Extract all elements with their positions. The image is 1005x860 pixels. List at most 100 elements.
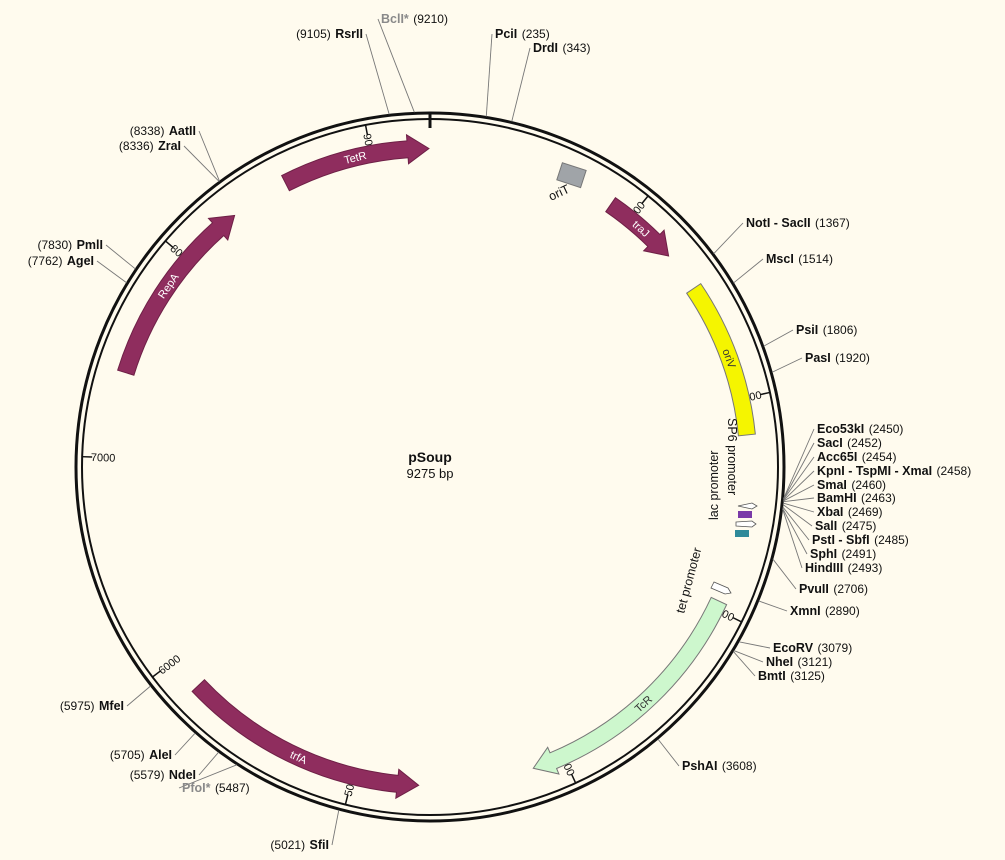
pshai-site-name: PshAI [682,759,717,773]
site-leader-line [485,33,493,117]
sfii-site-position: (5021) [270,838,305,852]
sphi-site-position: (2491) [842,547,877,561]
aatii-site-name: AatII [169,124,196,138]
agei-site-label: (7762) AgeI [28,252,94,269]
nhei-site-position: (3121) [798,655,833,669]
aatii-site-label: (8338) AatII [130,122,196,139]
pfoi-site-position: (5487) [215,781,250,795]
mfei-site-name: MfeI [99,699,124,713]
sali-site-name: SalI [815,519,837,533]
site-leader-line [783,470,815,501]
saci-site-name: SacI [817,436,843,450]
kpni-site-position: (2458) [937,464,972,478]
xbai-site-position: (2469) [848,505,883,519]
cap-site-glyph [735,530,749,537]
pshai-site-position: (3608) [722,759,757,773]
site-leader-line [377,18,415,113]
agei-site-name: AgeI [67,254,94,268]
bamhi-site-name: BamHI [817,491,857,505]
nhei-site-name: NheI [766,655,793,669]
kpni-site-label: KpnI - TspMI - XmaI (2458) [817,462,971,479]
site-leader-line [738,641,771,649]
psti-site-name: PstI - SbfI [812,533,870,547]
site-leader-line [96,260,127,284]
lac-operator-glyph [738,511,752,518]
scale-tick [641,195,649,205]
hindiii-site-position: (2493) [848,561,883,575]
saci-site-label: SacI (2452) [817,434,882,451]
plasmid-size: 9275 bp [407,466,454,481]
agei-site-position: (7762) [28,254,63,268]
sphi-site-name: SphI [810,547,837,561]
traJ-feature-arrow [605,196,670,257]
pcii-site-name: PciI [495,27,517,41]
smai-site-label: SmaI (2460) [817,476,886,493]
site-leader-line [733,651,756,677]
site-leader-line [365,33,390,115]
ndei-site-label: (5579) NdeI [130,766,196,783]
smai-site-name: SmaI [817,478,847,492]
scale-tick [344,794,349,805]
pshai-site-label: PshAI (3608) [682,757,757,774]
pmli-site-position: (7830) [37,238,72,252]
xmni-site-name: XmnI [790,604,821,618]
psii-site-name: PsiI [796,323,818,337]
noti-site-position: (1367) [815,216,850,230]
tcR-feature-arrow [532,596,728,775]
scale-tick [759,391,771,396]
site-leader-line [733,650,764,663]
bamhi-site-label: BamHI (2463) [817,489,896,506]
xbai-site-name: XbaI [817,505,843,519]
site-leader-line [772,558,797,590]
acc65i-site-position: (2454) [862,450,897,464]
msci-site-name: MscI [766,252,794,266]
oriV-feature-arrow [685,282,756,437]
oriT-box [556,162,587,189]
bamhi-site-position: (2463) [861,491,896,505]
ecorv-site-name: EcoRV [773,641,814,655]
msci-site-position: (1514) [798,252,833,266]
bmti-site-name: BmtI [758,669,786,683]
xbai-site-label: XbaI (2469) [817,503,883,520]
site-leader-line [783,428,815,499]
site-leader-line [783,484,815,502]
site-leader-line [331,810,340,846]
rsrii-site-position: (9105) [296,27,331,41]
sali-site-label: SalI (2475) [815,517,876,534]
sphi-site-label: SphI (2491) [810,545,876,562]
pvuii-site-position: (2706) [833,582,868,596]
pfoi-site-label: PfoI* (5487) [182,779,250,796]
alei-site-position: (5705) [110,748,145,762]
lac-promoter-label: lac promoter [707,451,721,520]
sp6-promoter-glyph [737,502,758,510]
pasi-site-name: PasI [805,351,831,365]
mfei-site-label: (5975) MfeI [60,697,124,714]
site-leader-line [105,244,136,270]
ndei-site-name: NdeI [169,768,196,782]
site-leader-line [183,145,220,182]
trfA-feature-arrow [191,679,420,800]
site-leader-lines [96,18,815,846]
kpni-site-name: KpnI - TspMI - XmaI [817,464,932,478]
scale-tick [364,124,369,135]
site-leader-line [178,764,237,789]
site-leader-line [783,456,815,500]
drdi-site-name: DrdI [533,41,558,55]
psti-site-label: PstI - SbfI (2485) [812,531,909,548]
scale-tick [570,773,577,784]
drdi-site-label: DrdI (343) [533,39,590,56]
scale-tick [164,240,174,249]
site-leader-line [782,508,803,569]
xmni-site-label: XmnI (2890) [790,602,860,619]
pmli-site-label: (7830) PmlI [37,236,103,253]
drdi-site-position: (343) [562,41,590,55]
zrai-site-label: (8336) ZraI [119,137,181,154]
site-leader-line [758,600,788,612]
noti-site-label: NotI - SacII (1367) [746,214,850,231]
msci-site-label: MscI (1514) [766,250,833,267]
pvuii-site-label: PvuII (2706) [799,580,868,597]
